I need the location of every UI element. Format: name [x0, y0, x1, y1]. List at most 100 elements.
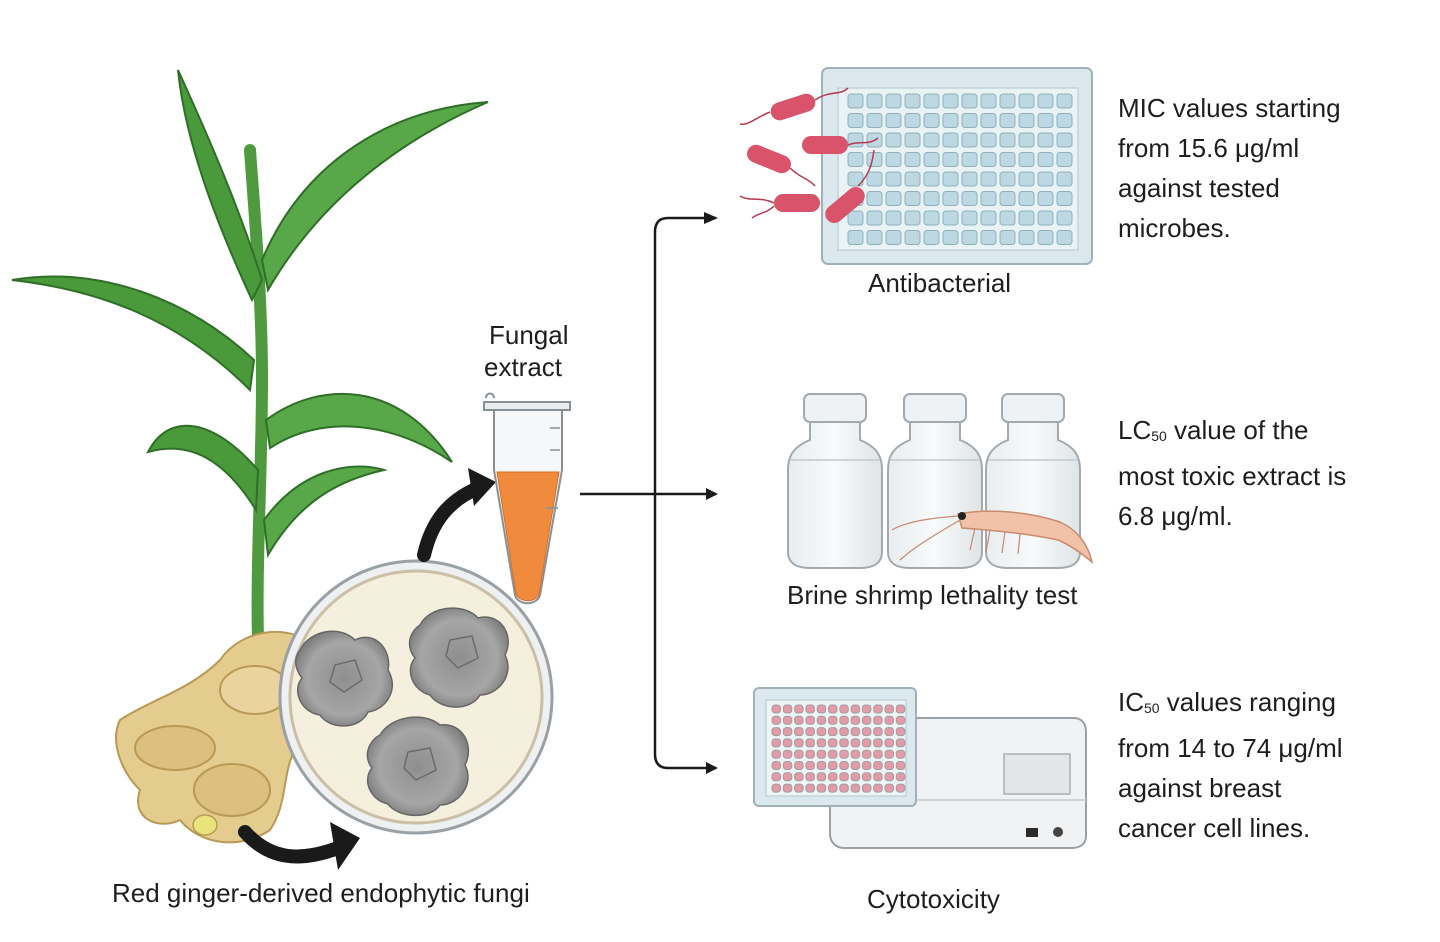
well	[805, 715, 815, 725]
well	[828, 704, 838, 714]
well	[1018, 113, 1035, 128]
well	[980, 152, 997, 167]
well	[961, 93, 978, 109]
ic-rest: values ranging	[1159, 687, 1336, 717]
fungal-colony	[366, 716, 470, 817]
well	[961, 210, 978, 226]
well	[850, 715, 861, 725]
fungal-colony	[408, 607, 509, 708]
well	[828, 772, 838, 782]
well	[885, 132, 902, 148]
well	[816, 738, 827, 748]
result-line: IC50 values ranging	[1118, 682, 1343, 728]
well	[839, 727, 849, 737]
well	[980, 93, 997, 109]
fungal-extract-label-line2: extract	[484, 352, 563, 382]
well	[861, 761, 872, 770]
well	[782, 761, 793, 770]
well	[885, 93, 902, 109]
well	[1018, 191, 1035, 206]
well	[884, 715, 894, 725]
well	[839, 749, 849, 759]
well	[1056, 171, 1073, 187]
well	[885, 152, 902, 167]
leaf	[262, 465, 388, 559]
well	[805, 761, 815, 770]
well	[771, 761, 781, 770]
well	[866, 93, 883, 109]
well	[904, 191, 921, 206]
well	[904, 210, 921, 226]
well	[961, 152, 978, 167]
well	[999, 191, 1016, 206]
antibacterial-label: Antibacterial	[868, 268, 1012, 298]
well	[884, 738, 894, 748]
well	[850, 704, 861, 714]
well	[961, 113, 978, 128]
source-label: Red ginger-derived endophytic fungi	[112, 878, 530, 908]
well	[1037, 152, 1054, 167]
well	[923, 210, 940, 226]
well	[816, 783, 827, 793]
well	[861, 727, 872, 737]
bacterium	[747, 144, 816, 187]
vial	[787, 393, 883, 569]
ic-subscript: 50	[1144, 700, 1160, 716]
well	[942, 191, 959, 206]
well	[782, 727, 793, 737]
well	[816, 704, 827, 714]
well	[839, 704, 849, 714]
well	[782, 749, 793, 759]
well	[1056, 230, 1073, 245]
well	[794, 727, 804, 737]
well	[1056, 93, 1073, 109]
stem	[244, 144, 269, 646]
well	[885, 191, 902, 206]
well	[847, 152, 864, 167]
well	[1018, 171, 1035, 187]
well	[961, 230, 978, 245]
brine-shrimp-result: LC50 value of the most toxic extract is …	[1118, 410, 1346, 536]
well	[942, 113, 959, 128]
bacterium	[739, 194, 820, 219]
lc-subscript: 50	[1151, 428, 1167, 444]
well	[904, 230, 921, 245]
well	[999, 171, 1016, 187]
well	[839, 761, 849, 770]
bacterium	[739, 87, 849, 126]
well	[1037, 210, 1054, 226]
well	[942, 210, 959, 226]
well	[839, 715, 849, 725]
well	[873, 715, 883, 725]
arrow-ginger-to-petri	[238, 825, 345, 864]
extract-tube	[483, 392, 571, 605]
well	[866, 113, 883, 128]
well	[873, 783, 883, 793]
leaf	[260, 101, 489, 293]
cytotoxicity-result: IC50 values ranging from 14 to 74 μg/ml …	[1118, 682, 1343, 848]
well	[839, 783, 849, 793]
well	[961, 191, 978, 206]
well	[847, 210, 864, 226]
well	[794, 761, 804, 770]
glass-vials	[787, 393, 1081, 569]
well	[1056, 152, 1073, 167]
well	[847, 113, 864, 128]
well	[999, 210, 1016, 226]
bacterium	[825, 149, 875, 223]
well	[805, 704, 815, 714]
result-line: against breast	[1118, 773, 1282, 803]
well	[794, 783, 804, 793]
well	[850, 783, 861, 793]
well	[816, 715, 827, 725]
well	[782, 715, 793, 725]
well	[895, 749, 906, 759]
bacteria	[739, 87, 879, 223]
well	[884, 749, 894, 759]
well	[884, 783, 894, 793]
well	[980, 210, 997, 226]
well	[861, 772, 872, 782]
well	[923, 152, 940, 167]
well	[1037, 113, 1054, 128]
well	[1037, 230, 1054, 245]
